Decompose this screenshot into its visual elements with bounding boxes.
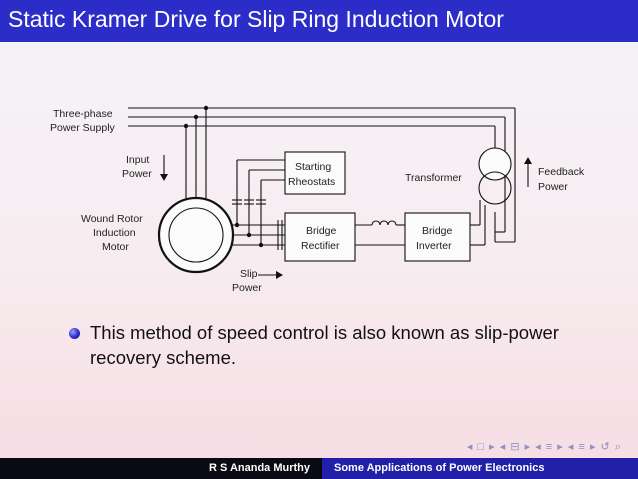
label-bridge-inverter: Bridge	[422, 225, 453, 237]
motor-rotor	[168, 207, 224, 263]
label-supply: Power Supply	[50, 122, 116, 134]
label-feedback-power: Power	[538, 181, 568, 193]
footer-topic: Some Applications of Power Electronics	[322, 458, 638, 479]
nav-frame-icon[interactable]: ⊟	[510, 441, 521, 453]
nav-slide-icon[interactable]: □	[477, 441, 486, 453]
transformer-winding-secondary	[478, 171, 512, 205]
label-transformer: Transformer	[405, 172, 462, 184]
label-slip-power: Power	[232, 282, 262, 294]
feedback-power-arrowhead	[524, 157, 532, 164]
nav-section-icon[interactable]: ≡	[545, 441, 554, 453]
footer-bar: R S Ananda Murthy Some Applications of P…	[0, 458, 638, 479]
footer-author: R S Ananda Murthy	[0, 458, 322, 479]
beamer-navigation[interactable]: ◂ □ ▸ ◂ ⊟ ▸ ◂ ≡ ▸ ◂ ≡ ▸ ↺ ⌕	[467, 440, 622, 454]
nav-frame-prev-icon[interactable]: ◂	[499, 441, 507, 453]
bridge-inverter-box	[404, 212, 471, 262]
label-input-power: Power	[122, 168, 152, 180]
nav-subsection-next-icon[interactable]: ▸	[589, 441, 597, 453]
bullet-text: This method of speed control is also kno…	[90, 322, 559, 368]
nav-section-next-icon[interactable]: ▸	[557, 441, 564, 453]
nav-subsection-icon[interactable]: ≡	[578, 441, 586, 453]
kramer-drive-diagram: Three-phase Power Supply Input Power Wou…	[50, 105, 585, 294]
nav-section-prev-icon[interactable]: ◂	[535, 441, 542, 453]
slide-title: Static Kramer Drive for Slip Ring Induct…	[8, 6, 504, 32]
label-slip-power: Slip	[240, 268, 258, 280]
motor-stator	[157, 196, 235, 274]
smoothing-inductor	[371, 220, 397, 226]
label-motor: Induction	[93, 227, 136, 239]
label-bridge-rectifier: Bridge	[306, 225, 337, 237]
label-bridge-rectifier: Rectifier	[301, 240, 340, 252]
label-starting-rheostats: Rheostats	[288, 176, 335, 188]
label-supply: Three-phase	[53, 108, 113, 120]
nav-subsection-prev-icon[interactable]: ◂	[567, 441, 575, 453]
nav-slide-next-icon[interactable]: ▸	[489, 441, 496, 453]
nav-slide-prev-icon[interactable]: ◂	[466, 441, 474, 453]
bullet-icon	[69, 328, 80, 339]
title-bar: Static Kramer Drive for Slip Ring Induct…	[0, 0, 638, 42]
label-motor: Motor	[102, 241, 129, 253]
nav-frame-next-icon[interactable]: ▸	[524, 441, 532, 453]
input-power-arrowhead	[160, 174, 168, 181]
nav-search-icon[interactable]: ⌕	[614, 441, 622, 453]
transformer-winding-primary	[478, 147, 512, 181]
label-input-power: Input	[126, 154, 149, 166]
bridge-rectifier-box	[284, 212, 356, 262]
starting-rheostats-box	[284, 151, 346, 195]
label-starting-rheostats: Starting	[295, 161, 331, 173]
label-feedback-power: Feedback	[538, 166, 585, 178]
nav-back-icon[interactable]: ↺	[600, 441, 611, 453]
label-bridge-inverter: Inverter	[416, 240, 452, 252]
label-motor: Wound Rotor	[81, 213, 143, 225]
slip-power-arrowhead	[276, 271, 283, 279]
